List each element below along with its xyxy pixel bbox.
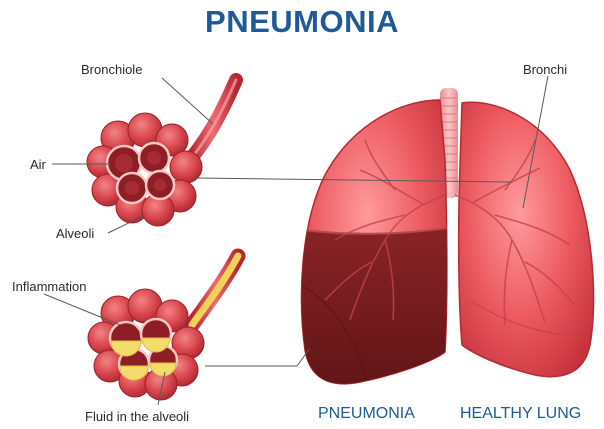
caption-healthy-lung: HEALTHY LUNG	[460, 405, 581, 423]
label-bronchi: Bronchi	[523, 62, 567, 77]
lungs-illustration	[290, 88, 594, 400]
healthy-lung	[455, 102, 594, 376]
label-inflammation: Inflammation	[12, 279, 86, 294]
diagram-title: PNEUMONIA	[0, 4, 604, 40]
caption-pneumonia: PNEUMONIA	[318, 405, 415, 423]
label-bronchiole: Bronchiole	[81, 62, 142, 77]
label-air: Air	[30, 157, 46, 172]
healthy-alveoli-cluster	[87, 80, 236, 226]
label-alveoli: Alveoli	[56, 226, 94, 241]
label-fluid: Fluid in the alveoli	[85, 409, 189, 424]
pneumonia-lung	[290, 100, 460, 400]
inflamed-alveoli-cluster	[88, 256, 238, 400]
